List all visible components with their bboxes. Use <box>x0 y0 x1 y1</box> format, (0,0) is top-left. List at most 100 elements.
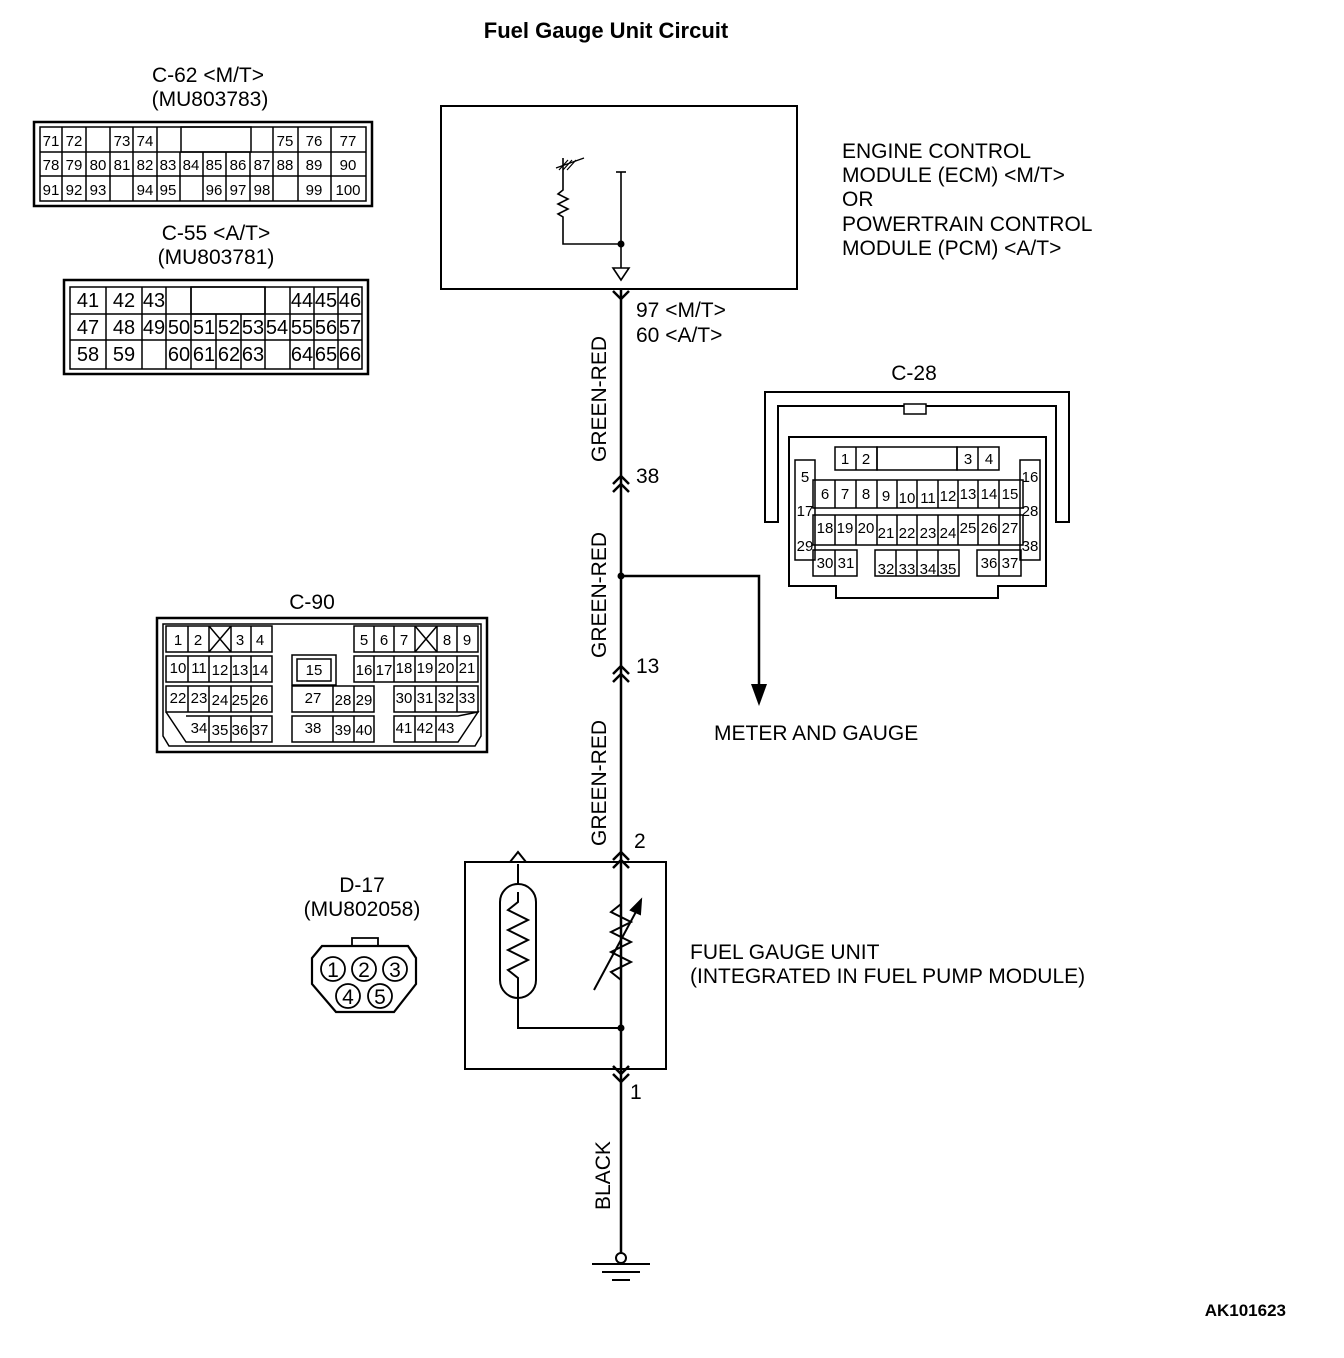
c55-pin: 44 <box>291 290 313 312</box>
c90-pin: 20 <box>438 660 455 677</box>
c28-pin: 28 <box>1022 503 1039 520</box>
c90-pin: 23 <box>191 690 208 707</box>
c90-pin: 1 <box>174 632 182 649</box>
c62-pin: 86 <box>230 157 247 174</box>
c55-pin: 52 <box>218 317 240 339</box>
c90-pin: 6 <box>380 632 388 649</box>
c90-pin: 38 <box>305 720 322 737</box>
c62-name: C-62 <M/T> <box>152 64 264 87</box>
c62-pin: 100 <box>335 182 360 199</box>
c62-pin: 97 <box>230 182 247 199</box>
c90-pin: 21 <box>459 660 476 677</box>
c28-pin: 18 <box>817 520 834 537</box>
c55-pin: 58 <box>77 344 99 366</box>
c90-pin: 10 <box>170 660 187 677</box>
c90-pin: 18 <box>396 660 413 677</box>
c62-pin: 93 <box>90 182 107 199</box>
c28-pin: 29 <box>797 538 814 555</box>
c90-pin: 32 <box>438 690 455 707</box>
c62-pin: 99 <box>306 182 323 199</box>
c55-pin: 59 <box>113 344 135 366</box>
c28-pin: 23 <box>920 525 937 542</box>
c28-pin: 37 <box>1002 555 1019 572</box>
c28-pin: 32 <box>878 561 895 578</box>
d17-pin: 1 <box>327 959 339 982</box>
ground-icon <box>592 1252 650 1281</box>
ecm-label-line: ENGINE CONTROL <box>842 140 1031 163</box>
c62-pin: 75 <box>277 133 294 150</box>
c55-pin: 48 <box>113 317 135 339</box>
c90-pin: 41 <box>396 720 413 737</box>
c62-pin: 92 <box>66 182 83 199</box>
c28-pin: 8 <box>862 486 870 503</box>
c28-pins: 1 2 3 4 5 16 6 7 8 9 10 11 12 13 14 15 1… <box>797 451 1039 578</box>
c62-pin: 91 <box>43 182 60 199</box>
c62-pin: 79 <box>66 157 83 174</box>
c28-pin: 34 <box>920 561 937 578</box>
c62-pin: 82 <box>137 157 154 174</box>
c28-pin: 4 <box>985 451 993 468</box>
c28-pin: 27 <box>1002 520 1019 537</box>
c90-pin: 25 <box>232 692 249 709</box>
connector-c90: C-90 <box>155 591 489 754</box>
c28-pin: 7 <box>841 486 849 503</box>
ecm-label: ENGINE CONTROL MODULE (ECM) <M/T> OR POW… <box>842 140 1092 260</box>
c90-pin: 30 <box>396 690 413 707</box>
c28-pin: 11 <box>920 490 936 507</box>
c62-pin: 87 <box>254 157 271 174</box>
c55-pin: 66 <box>339 344 361 366</box>
branch-label: METER AND GAUGE <box>714 722 918 745</box>
c55-pin: 57 <box>339 317 361 339</box>
c55-pin: 49 <box>143 317 165 339</box>
c55-pin: 55 <box>291 317 313 339</box>
c62-pin: 72 <box>66 133 83 150</box>
c90-pin: 34 <box>191 720 208 737</box>
c55-pin: 63 <box>242 344 264 366</box>
c55-pin: 64 <box>291 344 313 366</box>
c55-name: C-55 <A/T> <box>162 222 271 245</box>
c55-pin: 60 <box>168 344 190 366</box>
c90-pins: 1 2 3 4 5 6 7 8 9 10 11 12 13 14 15 16 1… <box>170 632 476 739</box>
c55-pin: 62 <box>218 344 240 366</box>
junction-13-label: 13 <box>636 655 659 678</box>
branch-arrow-icon <box>751 684 767 706</box>
connector-c62: C-62 <M/T> (MU803783) <box>32 64 374 208</box>
c62-pin: 88 <box>277 157 294 174</box>
c90-pin: 7 <box>400 632 408 649</box>
c28-pin: 3 <box>964 451 972 468</box>
c90-pin: 22 <box>170 690 187 707</box>
c90-pin: 28 <box>335 692 352 709</box>
c55-pin: 51 <box>193 317 215 339</box>
c62-pin: 98 <box>254 182 271 199</box>
c90-pin: 42 <box>417 720 434 737</box>
fgu-pin-top: 2 <box>634 830 646 853</box>
ecm-label-line: MODULE (PCM) <A/T> <box>842 237 1061 260</box>
c62-pin: 96 <box>206 182 223 199</box>
c55-part: (MU803781) <box>158 246 275 269</box>
c62-pin: 85 <box>206 157 223 174</box>
c55-pin: 47 <box>77 317 99 339</box>
c28-pin: 17 <box>797 503 814 520</box>
ecm-terminal-mt: 97 <M/T> <box>636 299 726 322</box>
c55-pin: 41 <box>77 290 99 312</box>
c28-pin: 36 <box>981 555 998 572</box>
d17-part: (MU802058) <box>304 898 421 921</box>
c90-pin: 9 <box>463 632 471 649</box>
c28-pin: 26 <box>981 520 998 537</box>
c90-pin: 2 <box>194 632 202 649</box>
c55-pins: 41 42 43 44 45 46 47 48 49 50 51 52 53 5… <box>77 290 361 366</box>
c28-pin: 31 <box>838 555 855 572</box>
c55-pin: 45 <box>315 290 337 312</box>
wire-color-middle: GREEN-RED <box>588 532 611 658</box>
c28-pin: 33 <box>899 561 916 578</box>
c90-pin: 40 <box>356 722 373 739</box>
c28-pin: 21 <box>878 525 895 542</box>
ecm-terminal-at: 60 <A/T> <box>636 324 722 347</box>
c90-pin: 15 <box>306 662 323 679</box>
c28-pin: 16 <box>1022 469 1039 486</box>
c90-name: C-90 <box>289 591 335 614</box>
c28-pin: 19 <box>837 520 854 537</box>
c28-pin: 13 <box>960 486 977 503</box>
c28-pin: 25 <box>960 520 977 537</box>
